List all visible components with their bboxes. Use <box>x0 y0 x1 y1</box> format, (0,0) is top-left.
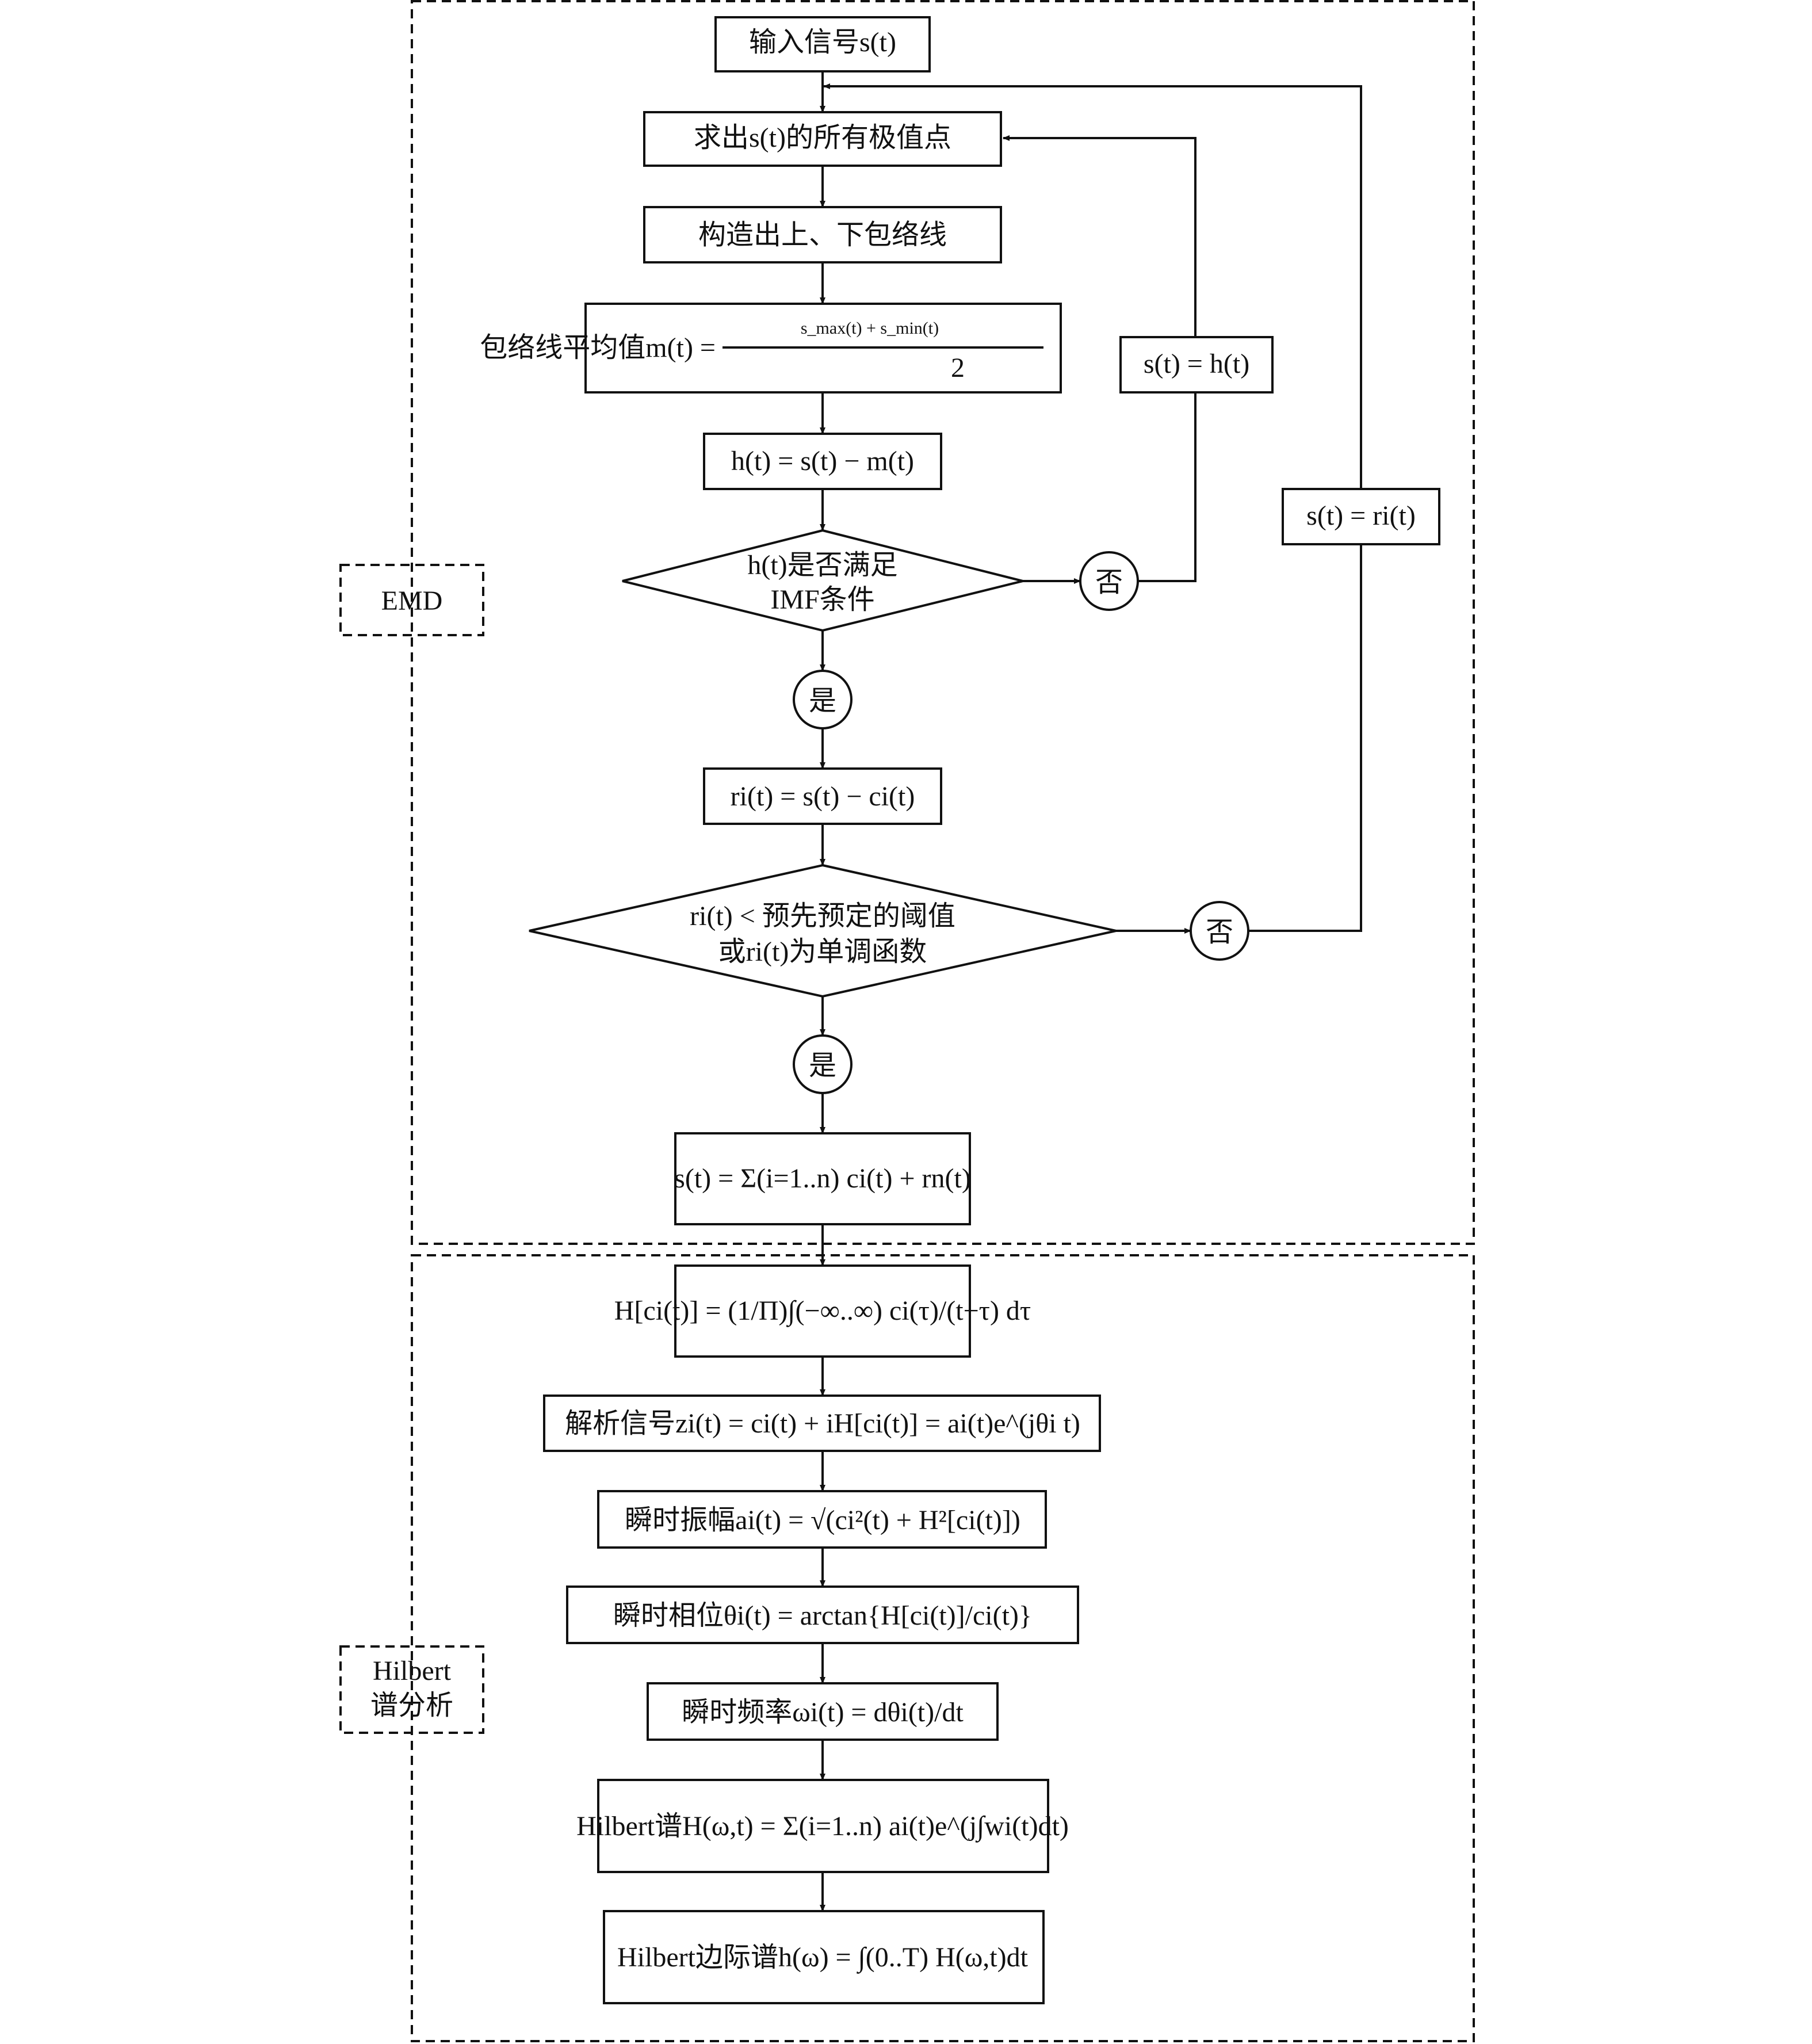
branch-yes-stop-text: 是 <box>809 1050 836 1081</box>
branch-yes-stop: 是 <box>793 1034 853 1094</box>
step-update-s-r-text: s(t) = ri(t) <box>1306 501 1416 531</box>
emd-label-text: EMD <box>381 586 443 616</box>
step-h-def: h(t) = s(t) − m(t) <box>703 433 942 490</box>
step-update-s-h-text: s(t) = h(t) <box>1144 349 1249 379</box>
step-decomposition-text: s(t) = Σ(i=1..n) ci(t) + rn(t) <box>674 1163 971 1194</box>
step-update-s-r: s(t) = ri(t) <box>1282 488 1440 545</box>
step-phase-text: 瞬时相位θi(t) = arctan{H[ci(t)]/ci(t)} <box>613 1600 1032 1631</box>
step-decomposition: s(t) = Σ(i=1..n) ci(t) + rn(t) <box>674 1132 971 1225</box>
step-update-s-h: s(t) = h(t) <box>1119 336 1274 393</box>
step-frequency-text: 瞬时频率ωi(t) = dθi(t)/dt <box>682 1697 964 1728</box>
step-envelope-text: 构造出上、下包络线 <box>698 220 947 250</box>
branch-yes-imf-text: 是 <box>809 686 836 716</box>
step-residual: ri(t) = s(t) − ci(t) <box>703 767 942 825</box>
step-phase: 瞬时相位θi(t) = arctan{H[ci(t)]/ci(t)} <box>566 1585 1079 1644</box>
step-hilbert-transform-text: H[ci(t)] = (1/Π)∫(−∞..∞) ci(τ)/(t−τ) dτ <box>614 1296 1031 1327</box>
emd-section-label: EMD <box>339 564 484 636</box>
decision-stop: ri(t) < 预先预定的阈值 或ri(t)为单调函数 <box>529 864 1117 998</box>
step-hilbert-spectrum-text: Hilbert谱H(ω,t) = Σ(i=1..n) ai(t)e^(j∫wi(… <box>576 1811 1069 1843</box>
step-extrema: 求出s(t)的所有极值点 <box>643 111 1002 167</box>
decision-stop-line1: ri(t) < 预先预定的阈值 <box>690 901 955 931</box>
step-extrema-text: 求出s(t)的所有极值点 <box>694 123 951 153</box>
connectors <box>820 71 1362 1912</box>
decision-stop-line2: 或ri(t)为单调函数 <box>718 937 927 967</box>
step-marginal-spectrum: Hilbert边际谱h(ω) = ∫(0..T) H(ω,t)dt <box>603 1910 1045 2004</box>
step-amplitude-text: 瞬时振幅ai(t) = √(ci²(t) + H²[ci(t)]) <box>625 1505 1020 1535</box>
hilbert-label-line2: 谱分析 <box>370 1690 453 1721</box>
branch-yes-imf: 是 <box>793 670 853 729</box>
step-analytic-signal: 解析信号zi(t) = ci(t) + iH[ci(t)] = ai(t)e^(… <box>543 1394 1101 1452</box>
step-input-text: 输入信号s(t) <box>749 27 896 58</box>
step-mean: 包络线平均值m(t) = s_max(t) + s_min(t) 2 <box>480 303 1062 393</box>
step-envelope: 构造出上、下包络线 <box>643 206 1002 263</box>
emd-section-frame <box>411 0 1475 1245</box>
step-amplitude: 瞬时振幅ai(t) = √(ci²(t) + H²[ci(t)]) <box>597 1490 1047 1549</box>
branch-no-stop-text: 否 <box>1206 917 1233 948</box>
step-mean-prefix: 包络线平均值m(t) = <box>480 333 716 363</box>
decision-imf-line2: IMF条件 <box>770 584 874 615</box>
step-frequency: 瞬时频率ωi(t) = dθi(t)/dt <box>647 1682 999 1741</box>
hilbert-section-frame <box>411 1254 1475 2042</box>
step-residual-text: ri(t) = s(t) − ci(t) <box>731 781 915 812</box>
step-mean-numerator: s_max(t) + s_min(t) <box>801 319 939 338</box>
step-input: 输入信号s(t) <box>714 16 931 72</box>
decision-imf: h(t)是否满足 IMF条件 <box>622 529 1023 632</box>
step-mean-denominator: 2 <box>951 353 965 383</box>
step-hilbert-transform: H[ci(t)] = (1/Π)∫(−∞..∞) ci(τ)/(t−τ) dτ <box>614 1264 1031 1358</box>
step-analytic-signal-text: 解析信号zi(t) = ci(t) + iH[ci(t)] = ai(t)e^(… <box>565 1408 1080 1439</box>
branch-no-imf-text: 否 <box>1095 567 1123 598</box>
step-marginal-spectrum-text: Hilbert边际谱h(ω) = ∫(0..T) H(ω,t)dt <box>617 1942 1029 1974</box>
step-h-def-text: h(t) = s(t) − m(t) <box>731 446 914 476</box>
hilbert-label-line1: Hilbert <box>373 1656 452 1686</box>
hilbert-section-label: Hilbert 谱分析 <box>339 1645 484 1734</box>
branch-no-imf: 否 <box>1079 551 1139 611</box>
branch-no-stop: 否 <box>1190 901 1249 961</box>
step-hilbert-spectrum: Hilbert谱H(ω,t) = Σ(i=1..n) ai(t)e^(j∫wi(… <box>576 1779 1069 1873</box>
decision-imf-line1: h(t)是否满足 <box>747 550 897 580</box>
